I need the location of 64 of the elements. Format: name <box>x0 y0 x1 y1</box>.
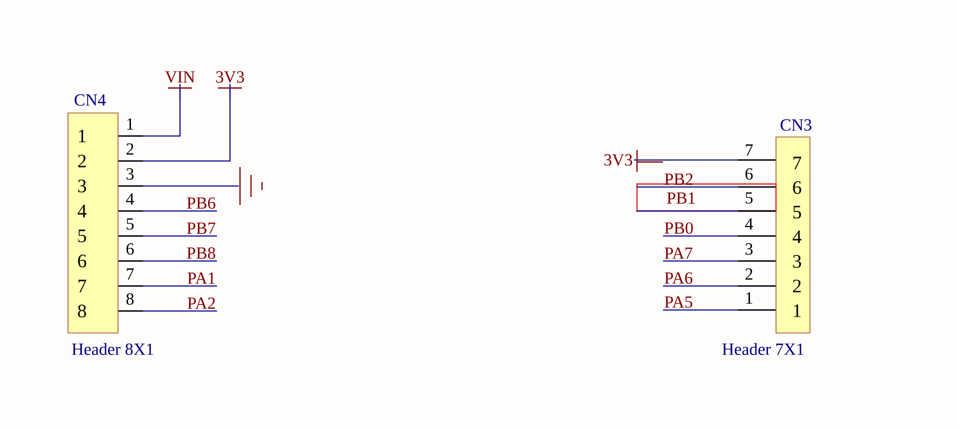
node-label: 2 <box>793 280 801 292</box>
wire <box>636 186 776 188</box>
wire <box>636 210 776 212</box>
node-label: 2 <box>78 154 86 168</box>
net-label: PB8 <box>187 247 216 259</box>
pin-number: 1 <box>127 118 134 130</box>
node-label: 6 <box>793 181 802 194</box>
wire <box>118 285 217 287</box>
net-label: PA2 <box>188 298 215 309</box>
pin-header: 7 6 5 4 3 2 1 <box>776 136 810 334</box>
power-port: 3V3 <box>216 71 244 101</box>
net-label: PA1 <box>188 272 215 284</box>
wire <box>118 235 217 237</box>
wire <box>663 285 776 287</box>
wire <box>118 185 239 187</box>
ground-symbol <box>239 166 263 206</box>
pin-number: 2 <box>746 268 752 280</box>
wire <box>634 159 776 161</box>
pin-number: 8 <box>126 293 134 305</box>
node-label: 7 <box>794 156 802 170</box>
pin-number: 4 <box>745 218 753 230</box>
pin-number: 3 <box>746 243 753 255</box>
pin-number: 3 <box>126 168 134 180</box>
node-label: 7 <box>78 280 86 292</box>
wire <box>118 260 217 262</box>
wire <box>118 210 217 212</box>
net-label: PB0 <box>664 222 693 234</box>
node-label: 5 <box>793 206 801 219</box>
net-label: PA5 <box>664 296 692 308</box>
node-label: 1 <box>794 304 801 317</box>
designator: CN4 <box>74 94 106 106</box>
pin-number: 5 <box>126 218 134 230</box>
net-label: PB6 <box>187 197 216 209</box>
pin-number: 2 <box>126 143 134 155</box>
pin-number: 4 <box>126 193 134 205</box>
part-name: Header 8X1 <box>72 343 154 355</box>
wire <box>663 235 776 237</box>
pin-number: 1 <box>746 292 752 304</box>
pin-number: 6 <box>746 168 753 180</box>
power-port: VIN <box>165 71 195 101</box>
designator: CN3 <box>780 119 812 131</box>
net-label: PB2 <box>664 173 693 185</box>
wire <box>663 260 776 262</box>
pin-number: 7 <box>746 144 753 156</box>
wire <box>118 84 181 137</box>
node-label: 3 <box>78 180 86 192</box>
node-label: 8 <box>78 304 86 318</box>
net-label: PB7 <box>187 222 216 234</box>
part-name: Header 7X1 <box>722 343 804 355</box>
wire <box>663 309 776 311</box>
net-label: PA6 <box>664 272 692 284</box>
pin-number: 7 <box>126 268 134 280</box>
power-port: 3V3 <box>604 149 664 173</box>
node-label: 3 <box>793 255 801 268</box>
node-label: 4 <box>78 204 86 218</box>
node-label: 1 <box>78 130 86 142</box>
pin-number: 6 <box>126 243 134 255</box>
wire <box>118 84 231 162</box>
net-label: PA7 <box>664 248 692 259</box>
wire <box>118 310 217 312</box>
pin-header: 1 2 3 4 5 6 7 8 <box>68 112 118 334</box>
node-label: 6 <box>78 254 86 268</box>
node-label: 5 <box>78 230 86 242</box>
node-label: 4 <box>792 230 802 244</box>
